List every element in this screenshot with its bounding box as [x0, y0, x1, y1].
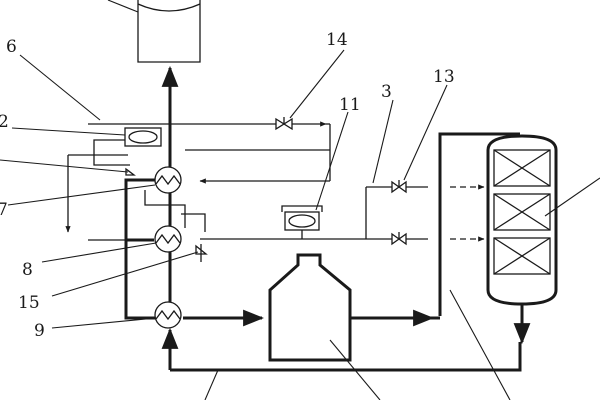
label-11: 11: [339, 95, 361, 115]
column-recycle-line: [350, 132, 520, 327]
label-7: 7: [0, 200, 8, 220]
label-14: 14: [326, 30, 348, 50]
heat-exchanger-8: [154, 225, 182, 253]
label-leaders: [0, 49, 448, 329]
component-2: [124, 127, 162, 147]
label-2: 2: [0, 112, 9, 132]
hx7-return-line: [185, 124, 331, 184]
line-3: [365, 186, 428, 240]
left-bypass-loop: [65, 139, 150, 241]
label-13: 13: [433, 67, 455, 87]
heat-exchanger-9: [154, 301, 182, 329]
column-feed-arrows: [450, 184, 485, 242]
valve-lower-right: [391, 232, 407, 246]
bottom-vessel: [183, 253, 381, 400]
label-8: 8: [22, 260, 33, 280]
left-thick-loop: [124, 178, 155, 320]
component-11: [281, 205, 323, 239]
valve-15: [195, 244, 208, 262]
heat-exchanger-7: [154, 166, 182, 194]
label-3: 3: [381, 82, 392, 102]
label-6: 6: [6, 37, 17, 57]
valve-14: [275, 117, 293, 131]
top-storage-tank: [107, 0, 201, 63]
inner-detail-lines: [144, 190, 366, 240]
label-15: 15: [18, 293, 40, 313]
valve-13: [391, 180, 407, 194]
reactor-column: [486, 134, 600, 345]
label-9: 9: [34, 321, 45, 341]
bottom-return-loop: [170, 289, 522, 400]
